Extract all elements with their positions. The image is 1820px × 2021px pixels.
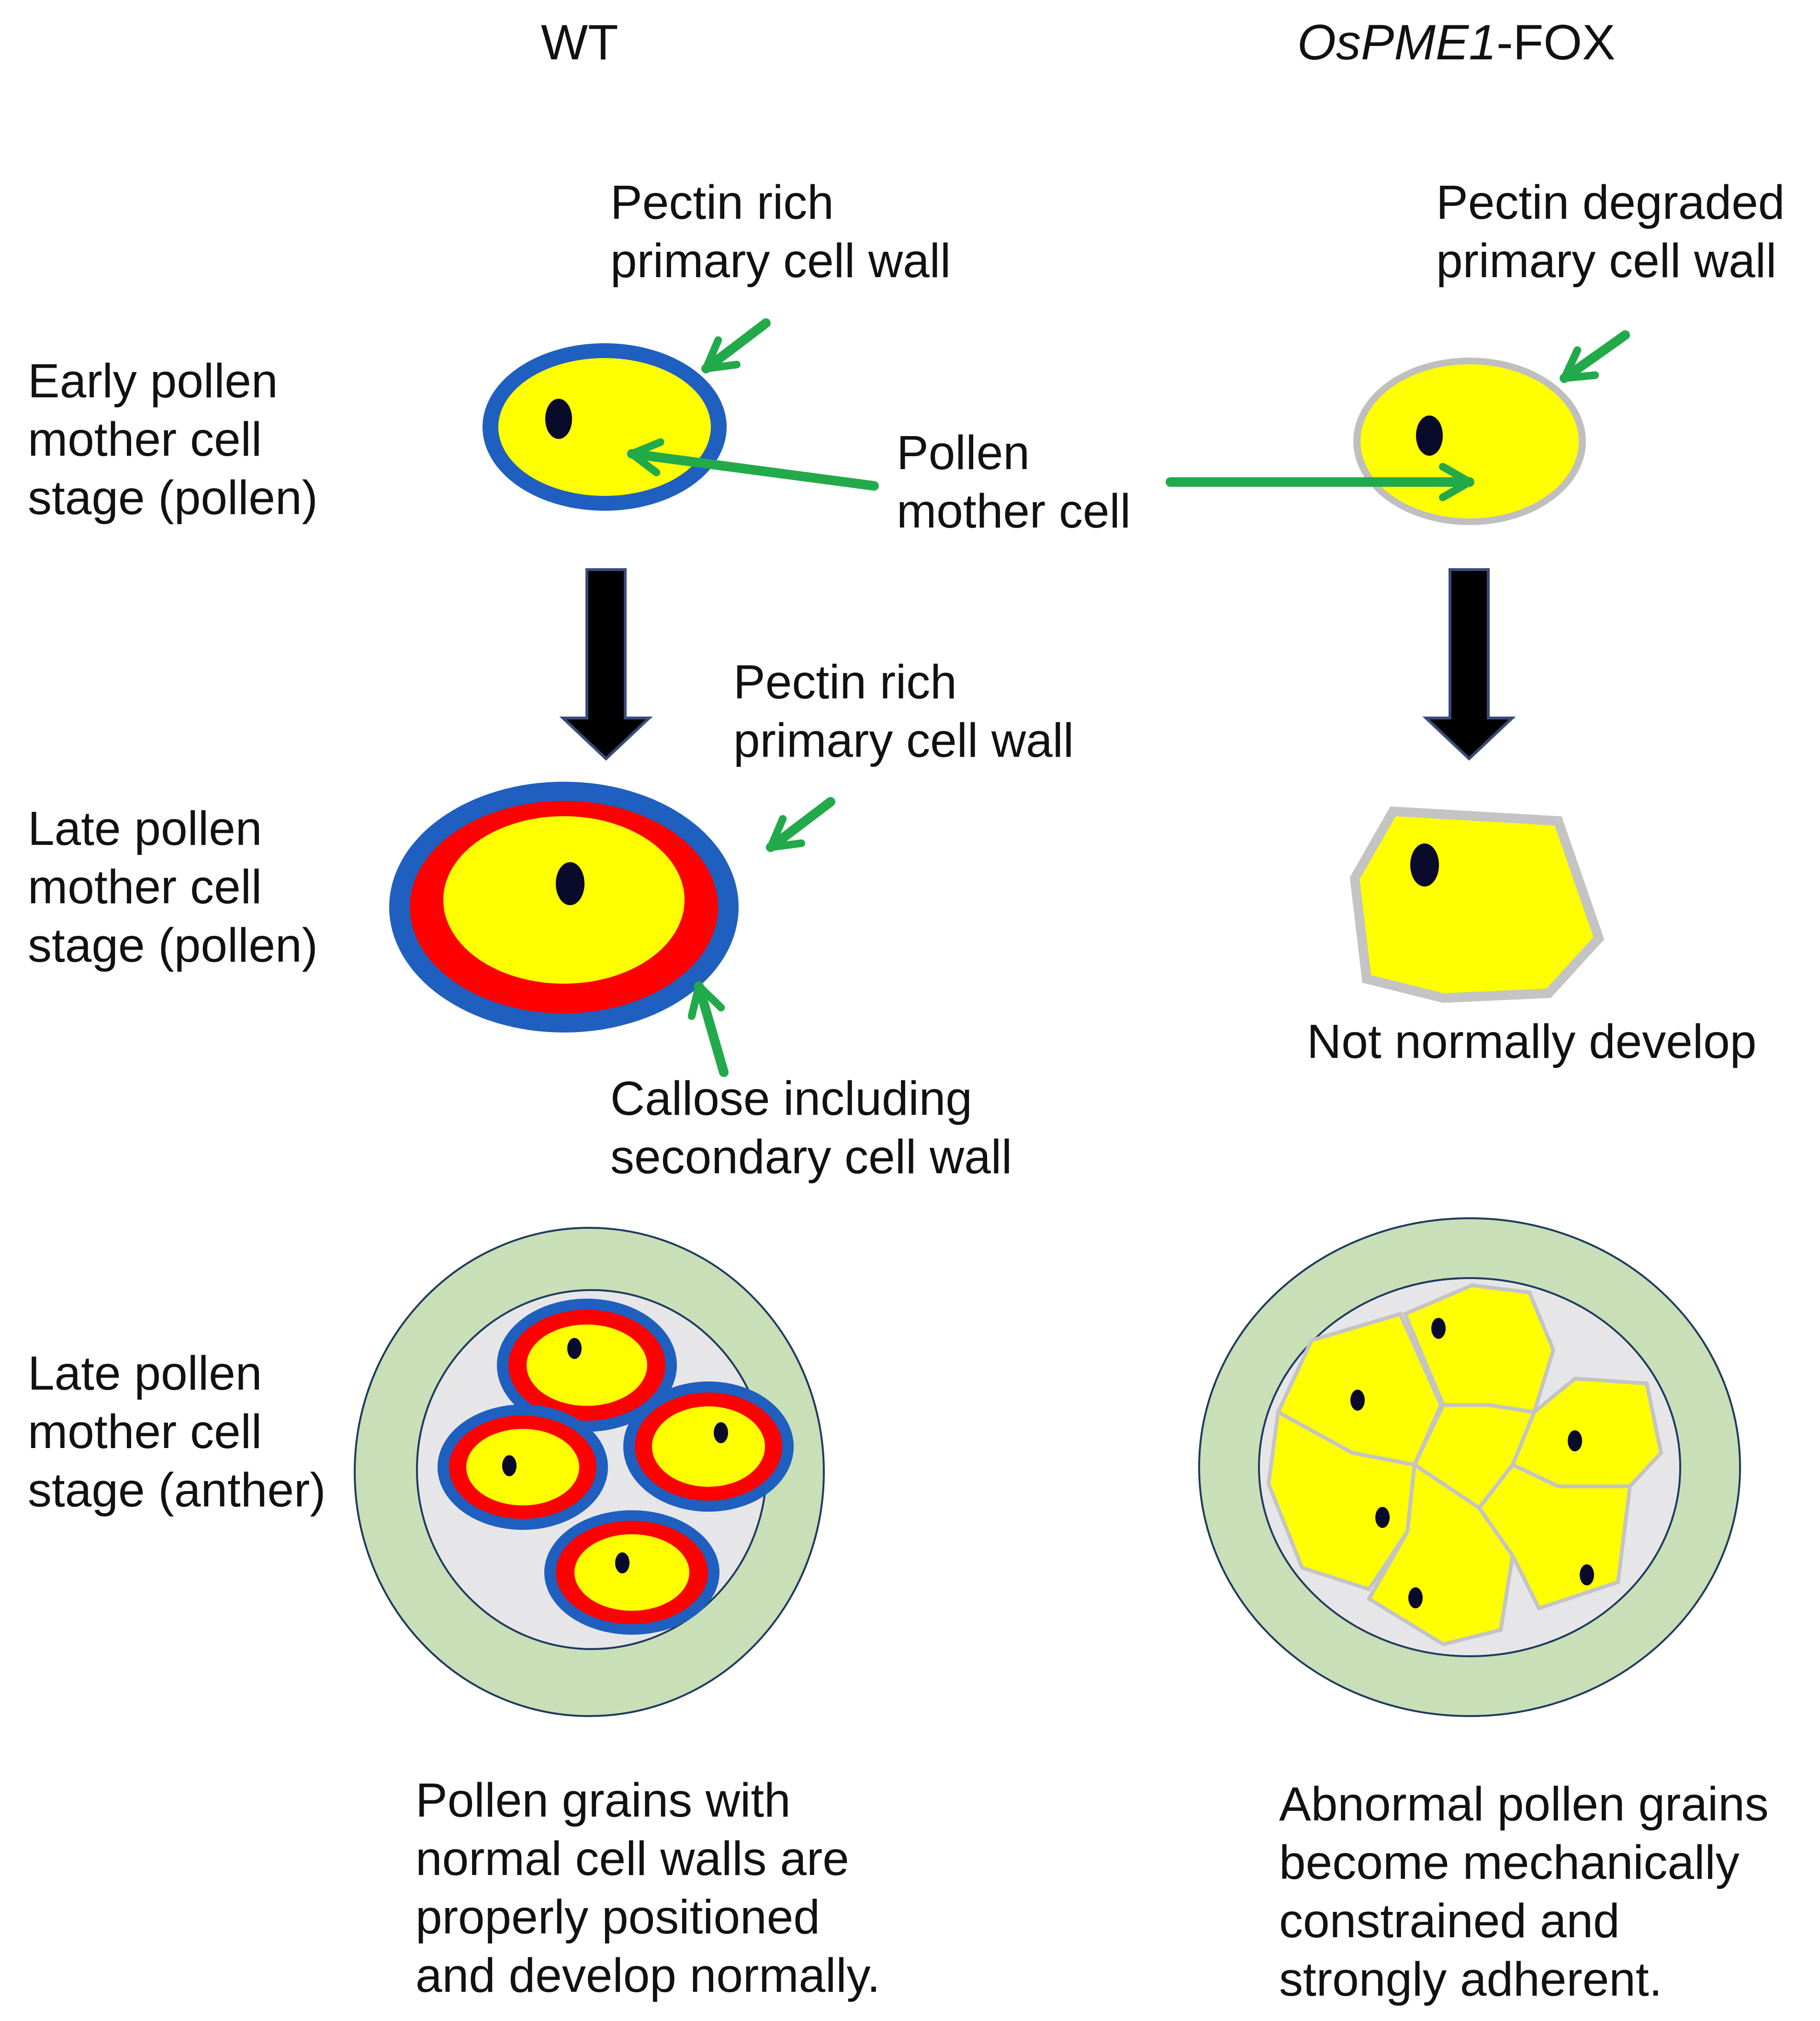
column-header-wt: WT: [541, 15, 618, 70]
pointer-arrow-wt-early-wall: [701, 318, 771, 373]
pointer-arrow-callose: [687, 981, 729, 1077]
nucleus: [567, 1338, 582, 1359]
wt-early-pollen-mother-cell: [483, 343, 727, 511]
fox-pollen-grain: [1266, 1409, 1417, 1592]
stage-arrow-fox: [1422, 568, 1516, 761]
nucleus: [545, 399, 572, 439]
nucleus: [1408, 1587, 1423, 1608]
annotation-fox-late: Not normally develop: [1307, 1015, 1757, 1068]
gene-name: OsPME1: [1297, 15, 1497, 70]
nucleus: [1431, 1318, 1446, 1339]
nucleus: [1410, 843, 1439, 887]
pointer-arrow-wt-late-wall: [766, 797, 835, 852]
wt-anther-section: [354, 1227, 825, 1717]
pointer-arrow-fox-early-wall: [1560, 330, 1630, 383]
nucleus: [502, 1455, 517, 1476]
gene-suffix: -FOX: [1496, 15, 1616, 70]
wt-pollen-grain: [544, 1510, 719, 1635]
pointer-arrow-wt-early-cell: [627, 438, 879, 491]
wt-late-pollen-mother-cell: [389, 782, 739, 1033]
fox-late-pollen-mother-cell: [1349, 806, 1605, 1003]
nucleus: [1580, 1564, 1594, 1585]
column-header-fox: OsPME1-FOX: [1297, 13, 1616, 72]
nucleus: [1375, 1507, 1390, 1528]
nucleus: [714, 1422, 728, 1443]
stage-arrow-wt: [559, 568, 653, 761]
nucleus: [1350, 1390, 1365, 1411]
fox-anther-section: [1198, 1217, 1741, 1717]
nucleus: [1568, 1430, 1582, 1451]
wt-pollen-grain: [438, 1404, 608, 1530]
nucleus: [1416, 415, 1443, 456]
nucleus: [615, 1552, 629, 1573]
wt-pollen-grain: [623, 1381, 794, 1512]
nucleus: [556, 862, 584, 905]
fox-early-pollen-mother-cell: [1353, 358, 1586, 525]
wt-pollen-grain: [497, 1299, 677, 1432]
